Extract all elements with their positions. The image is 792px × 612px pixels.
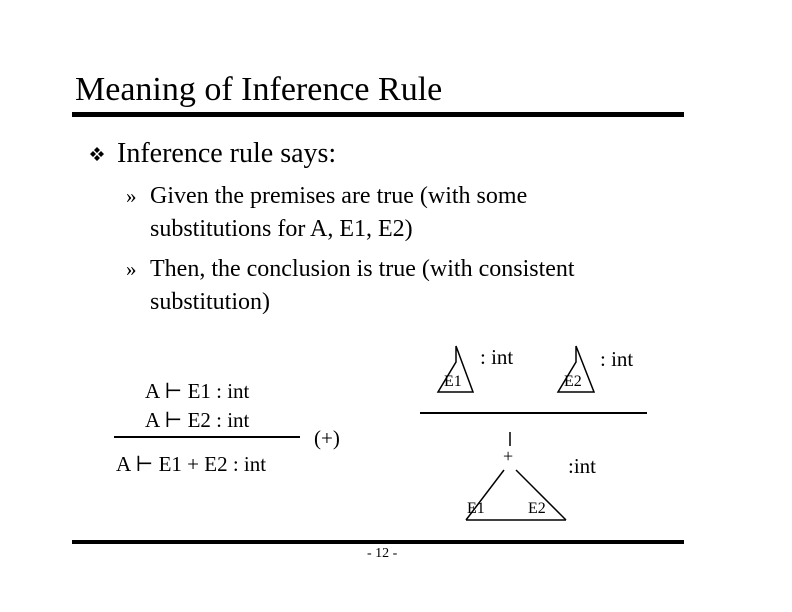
rule-premise-2: A ⊢ E2 : int — [145, 408, 250, 432]
conclusion-child-right: E2 — [528, 500, 546, 517]
conclusion-root: + — [503, 446, 514, 466]
rule-line — [114, 436, 300, 438]
sub-marker: » — [126, 257, 137, 281]
sub-item-line: substitutions for A, E1, E2) — [150, 216, 413, 242]
sub-item: » Given the premises are true (with some… — [126, 180, 528, 246]
rule-conclusion: A ⊢ E1 + E2 : int — [116, 452, 267, 476]
premise-left-leaf: E1 — [444, 373, 462, 390]
conclusion-child-left: E1 — [467, 500, 485, 517]
premise-left-triangle — [436, 345, 475, 393]
page-number: - 12 - — [367, 546, 398, 561]
premise-right-leaf: E2 — [564, 373, 582, 390]
premise-right-triangle — [556, 345, 596, 393]
diamond-quad-icon — [90, 147, 104, 161]
right-branch — [515, 469, 567, 521]
conclusion-type: :int — [568, 454, 597, 478]
premise-left-type: : int — [480, 345, 514, 369]
sub-marker: » — [126, 184, 137, 208]
sub-item-line: Given the premises are true (with some — [150, 183, 528, 209]
rule-premise-1: A ⊢ E1 : int — [145, 379, 250, 403]
title-underline — [72, 112, 684, 117]
rule-name: (+) — [314, 426, 340, 450]
sub-item: » Then, the conclusion is true (with con… — [126, 253, 575, 319]
sub-item-line: substitution) — [150, 289, 271, 315]
slide-title: Meaning of Inference Rule — [75, 71, 443, 108]
premise-right-type: : int — [600, 347, 634, 371]
left-branch — [465, 469, 505, 521]
bullet-text: Inference rule says: — [117, 138, 337, 169]
sub-item-line: Then, the conclusion is true (with consi… — [150, 256, 575, 282]
footer-rule — [72, 540, 684, 544]
